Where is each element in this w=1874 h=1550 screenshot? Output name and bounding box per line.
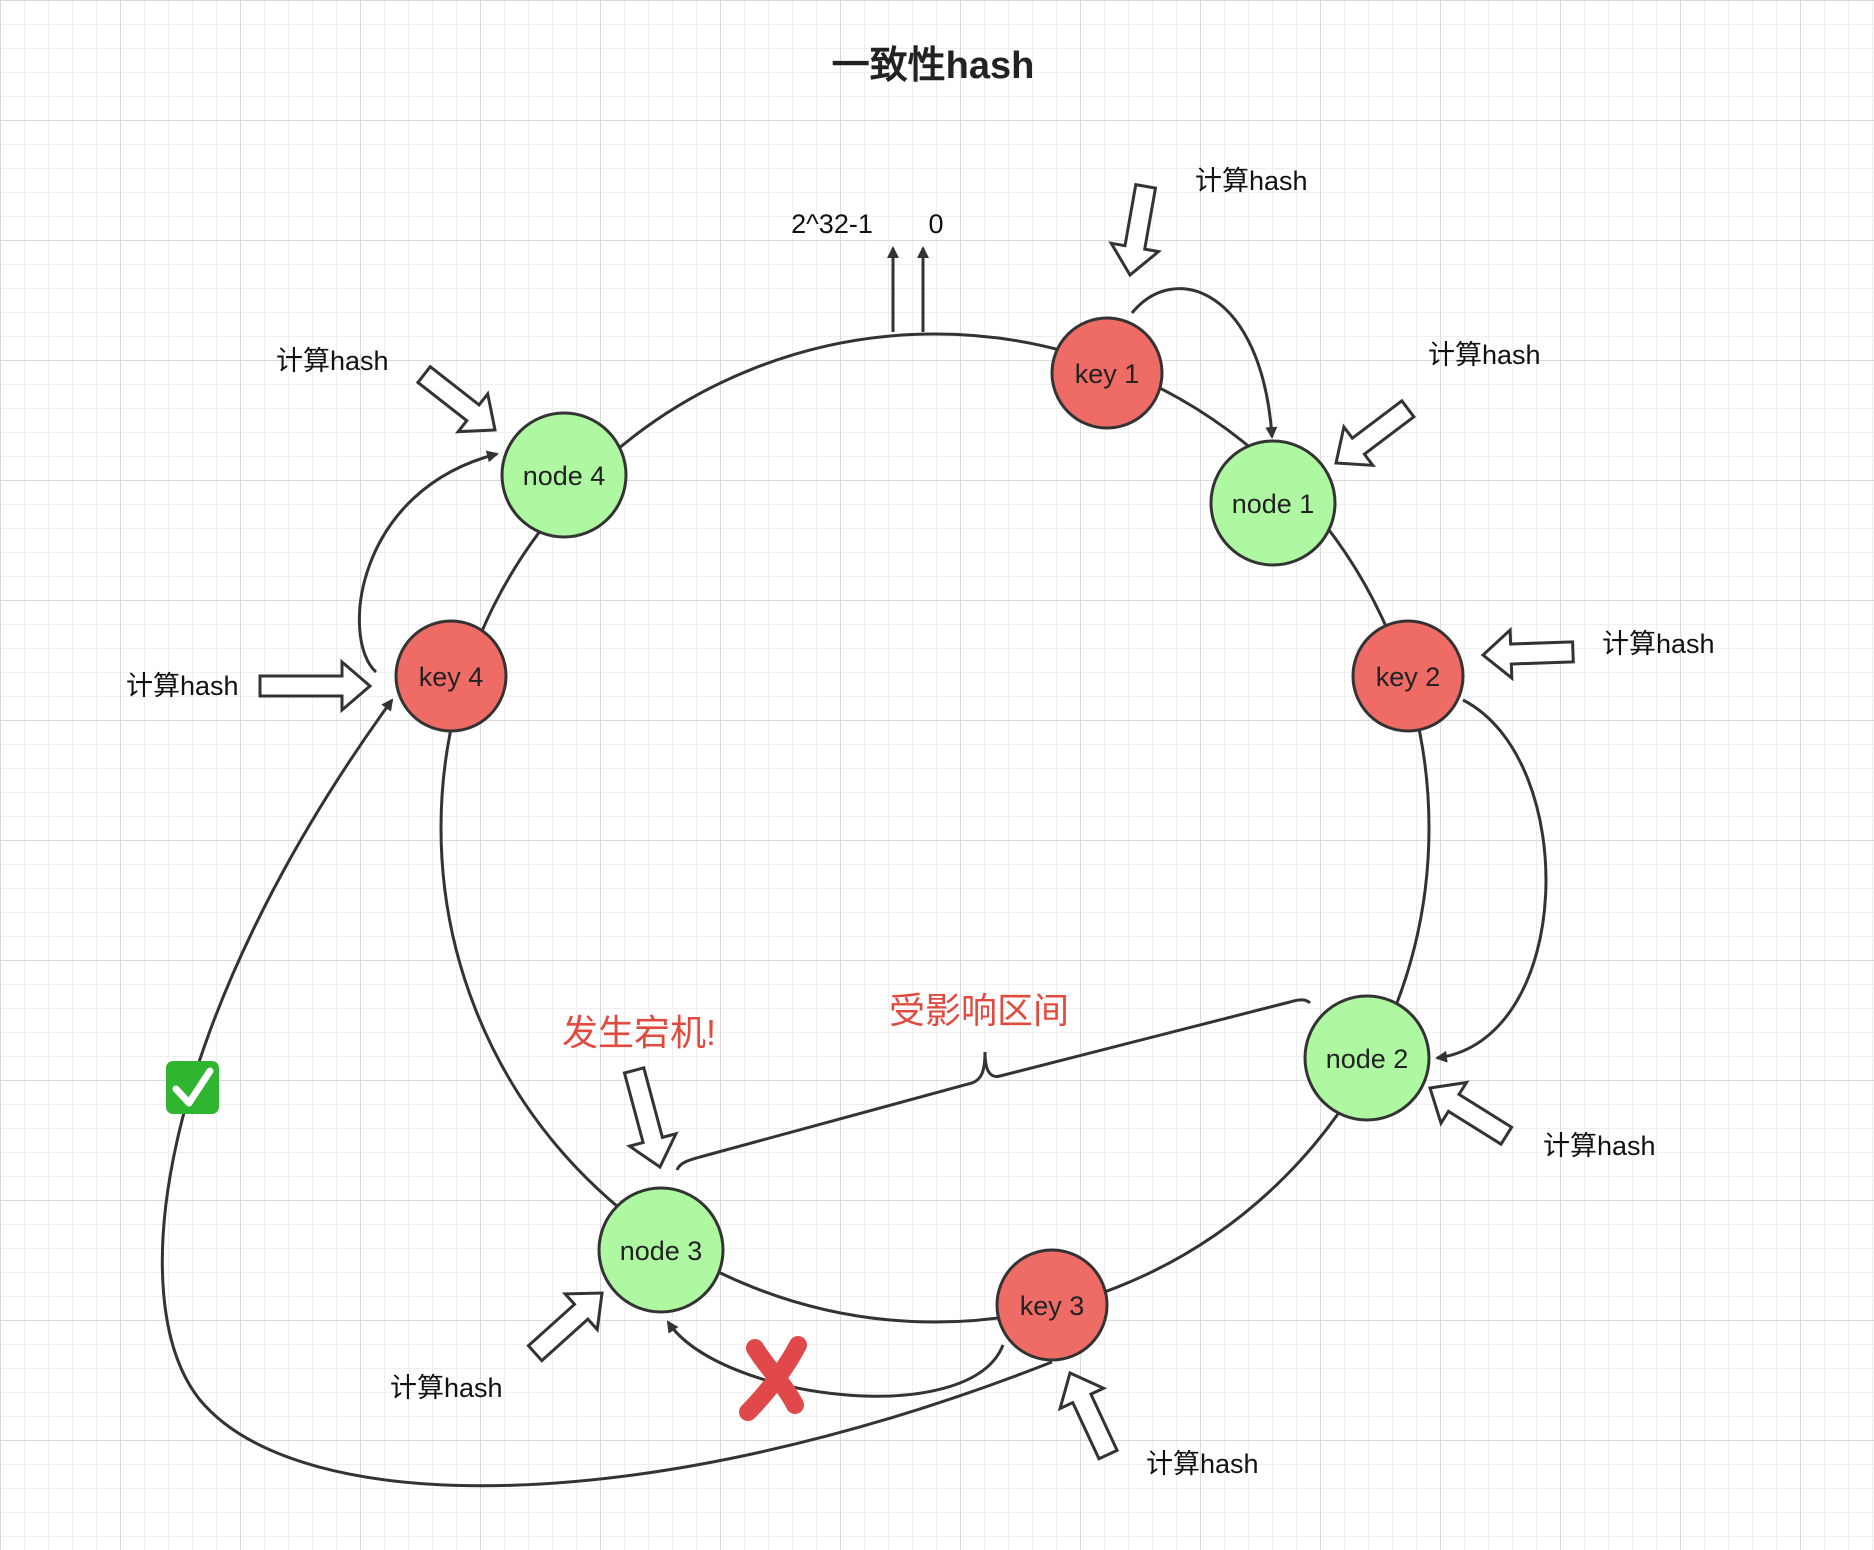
key1-to-node1-arrow — [1130, 287, 1278, 439]
node-1-label: node 1 — [1232, 489, 1315, 519]
failure-label: 发生宕机! — [562, 1012, 716, 1053]
hash-arrow-node3 — [526, 1291, 604, 1363]
failure-arrow — [622, 1065, 679, 1170]
hash-label-key4: 计算hash — [126, 671, 239, 701]
hash-label-key3: 计算hash — [1146, 1449, 1259, 1479]
hash-label-node1: 计算hash — [1428, 340, 1541, 370]
hash-label-node3: 计算hash — [390, 1373, 503, 1403]
node-3-label: node 3 — [620, 1236, 703, 1266]
node-1: node 1 — [1209, 439, 1337, 567]
node-2: node 2 — [1303, 994, 1431, 1122]
key2-to-node2-arrow — [1435, 698, 1548, 1063]
ring-max-label: 2^32-1 — [791, 209, 873, 239]
diagram-title: 一致性hash — [832, 45, 1035, 87]
failed-route-cross-icon — [739, 1336, 807, 1421]
affected-range-brace — [675, 998, 1312, 1171]
hash-label-key2: 计算hash — [1602, 629, 1715, 659]
key-3: key 3 — [995, 1248, 1109, 1362]
node-2-label: node 2 — [1326, 1044, 1409, 1074]
hash-label-node2: 计算hash — [1543, 1131, 1656, 1161]
hash-arrow-key4 — [258, 658, 373, 714]
key-4-label: key 4 — [419, 662, 484, 692]
ring-zero-label: 0 — [928, 209, 943, 239]
key4-to-node4-arrow — [358, 450, 499, 674]
key-4: key 4 — [394, 619, 508, 733]
hash-label-node4: 计算hash — [276, 346, 389, 376]
hash-arrow-key1 — [1108, 182, 1162, 278]
hash-arrow-node1 — [1334, 398, 1416, 468]
hash-ring — [439, 332, 1431, 1324]
node-3: node 3 — [597, 1186, 725, 1314]
hash-arrow-node4 — [415, 364, 497, 434]
key-1: key 1 — [1050, 316, 1164, 430]
hash-arrow-key3 — [1057, 1370, 1120, 1461]
hash-arrow-key2 — [1480, 626, 1575, 682]
valid-route-check-icon — [166, 1061, 219, 1114]
key-3-label: key 3 — [1020, 1291, 1085, 1321]
node-4-label: node 4 — [523, 461, 606, 491]
key-2-label: key 2 — [1376, 662, 1441, 692]
node-4: node 4 — [500, 411, 628, 539]
key3-to-node3-arrow — [666, 1320, 1005, 1398]
hash-arrow-node2 — [1428, 1080, 1514, 1147]
hash-label-key1: 计算hash — [1195, 166, 1308, 196]
affected-range-label: 受影响区间 — [889, 990, 1069, 1031]
key3-to-node4-arrow — [160, 698, 1053, 1488]
key-2: key 2 — [1351, 619, 1465, 733]
key-1-label: key 1 — [1075, 359, 1140, 389]
